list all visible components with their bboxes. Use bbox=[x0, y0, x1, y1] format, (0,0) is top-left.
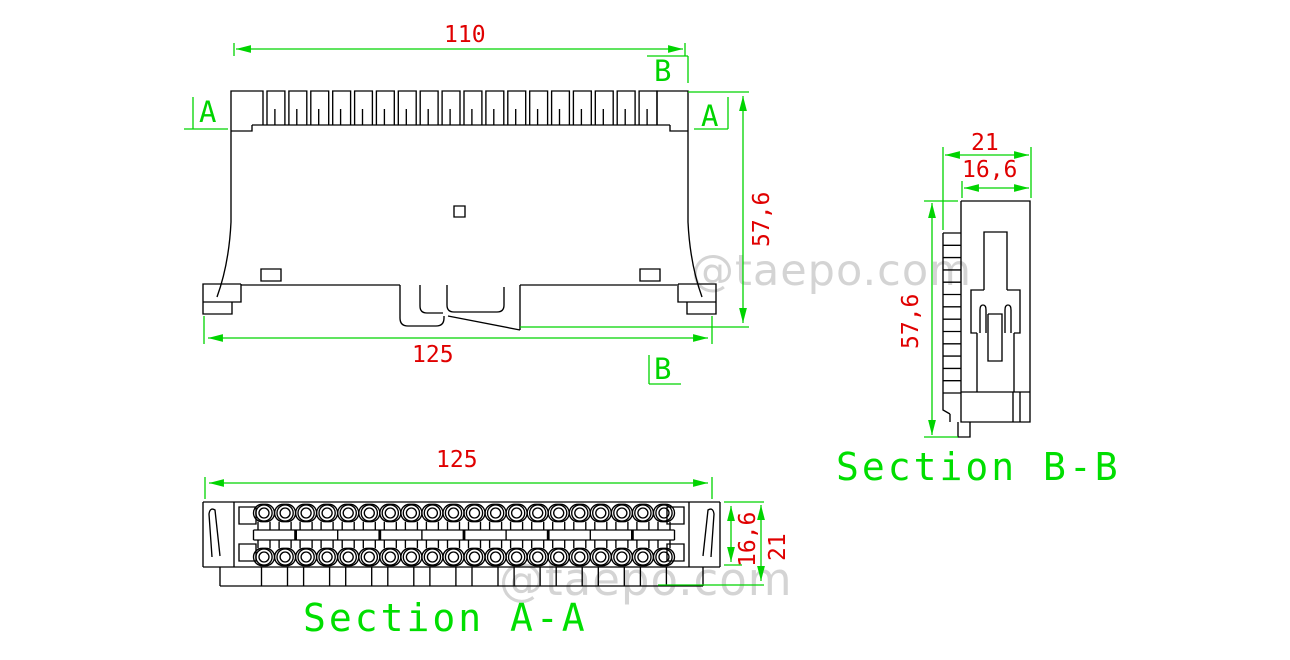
section-marker-a-left: A bbox=[199, 95, 217, 129]
dim-aa-inner-height: 16,6 bbox=[735, 511, 761, 567]
mounting-feet bbox=[202, 283, 717, 315]
front-view-outline bbox=[202, 90, 717, 331]
dim-aa-outer-height: 21 bbox=[765, 533, 791, 561]
dim-bb-height: 57,6 bbox=[898, 293, 924, 349]
dim-aa-width: 125 bbox=[436, 447, 478, 473]
section-marker-b-top: B bbox=[654, 54, 672, 88]
bottom-tabs bbox=[260, 567, 668, 586]
inner-contact-profile bbox=[970, 231, 1021, 392]
dim-bb-inner-width: 16,6 bbox=[962, 157, 1018, 183]
dim-front-top-width: 110 bbox=[444, 22, 486, 48]
dim-front-height: 57,6 bbox=[749, 191, 775, 247]
housing-holes bbox=[260, 205, 661, 282]
terminal-teeth bbox=[266, 90, 658, 125]
section-marker-b-bottom: B bbox=[654, 352, 672, 386]
section-marker-a-right: A bbox=[701, 99, 719, 133]
dim-front-bottom-width: 125 bbox=[412, 342, 454, 368]
bottom-latch bbox=[399, 285, 521, 331]
caption-section-aa: Section A-A bbox=[303, 596, 588, 640]
caption-section-bb: Section B-B bbox=[836, 445, 1121, 489]
section-aa-outline bbox=[202, 501, 721, 587]
dim-bb-outer-width: 21 bbox=[971, 130, 999, 156]
section-bb-outline bbox=[942, 200, 1031, 438]
contact-rows bbox=[252, 503, 676, 567]
watermark-top: @taepo.com bbox=[691, 246, 973, 296]
contact-comb bbox=[942, 232, 961, 394]
dimension-lines bbox=[184, 43, 1032, 586]
